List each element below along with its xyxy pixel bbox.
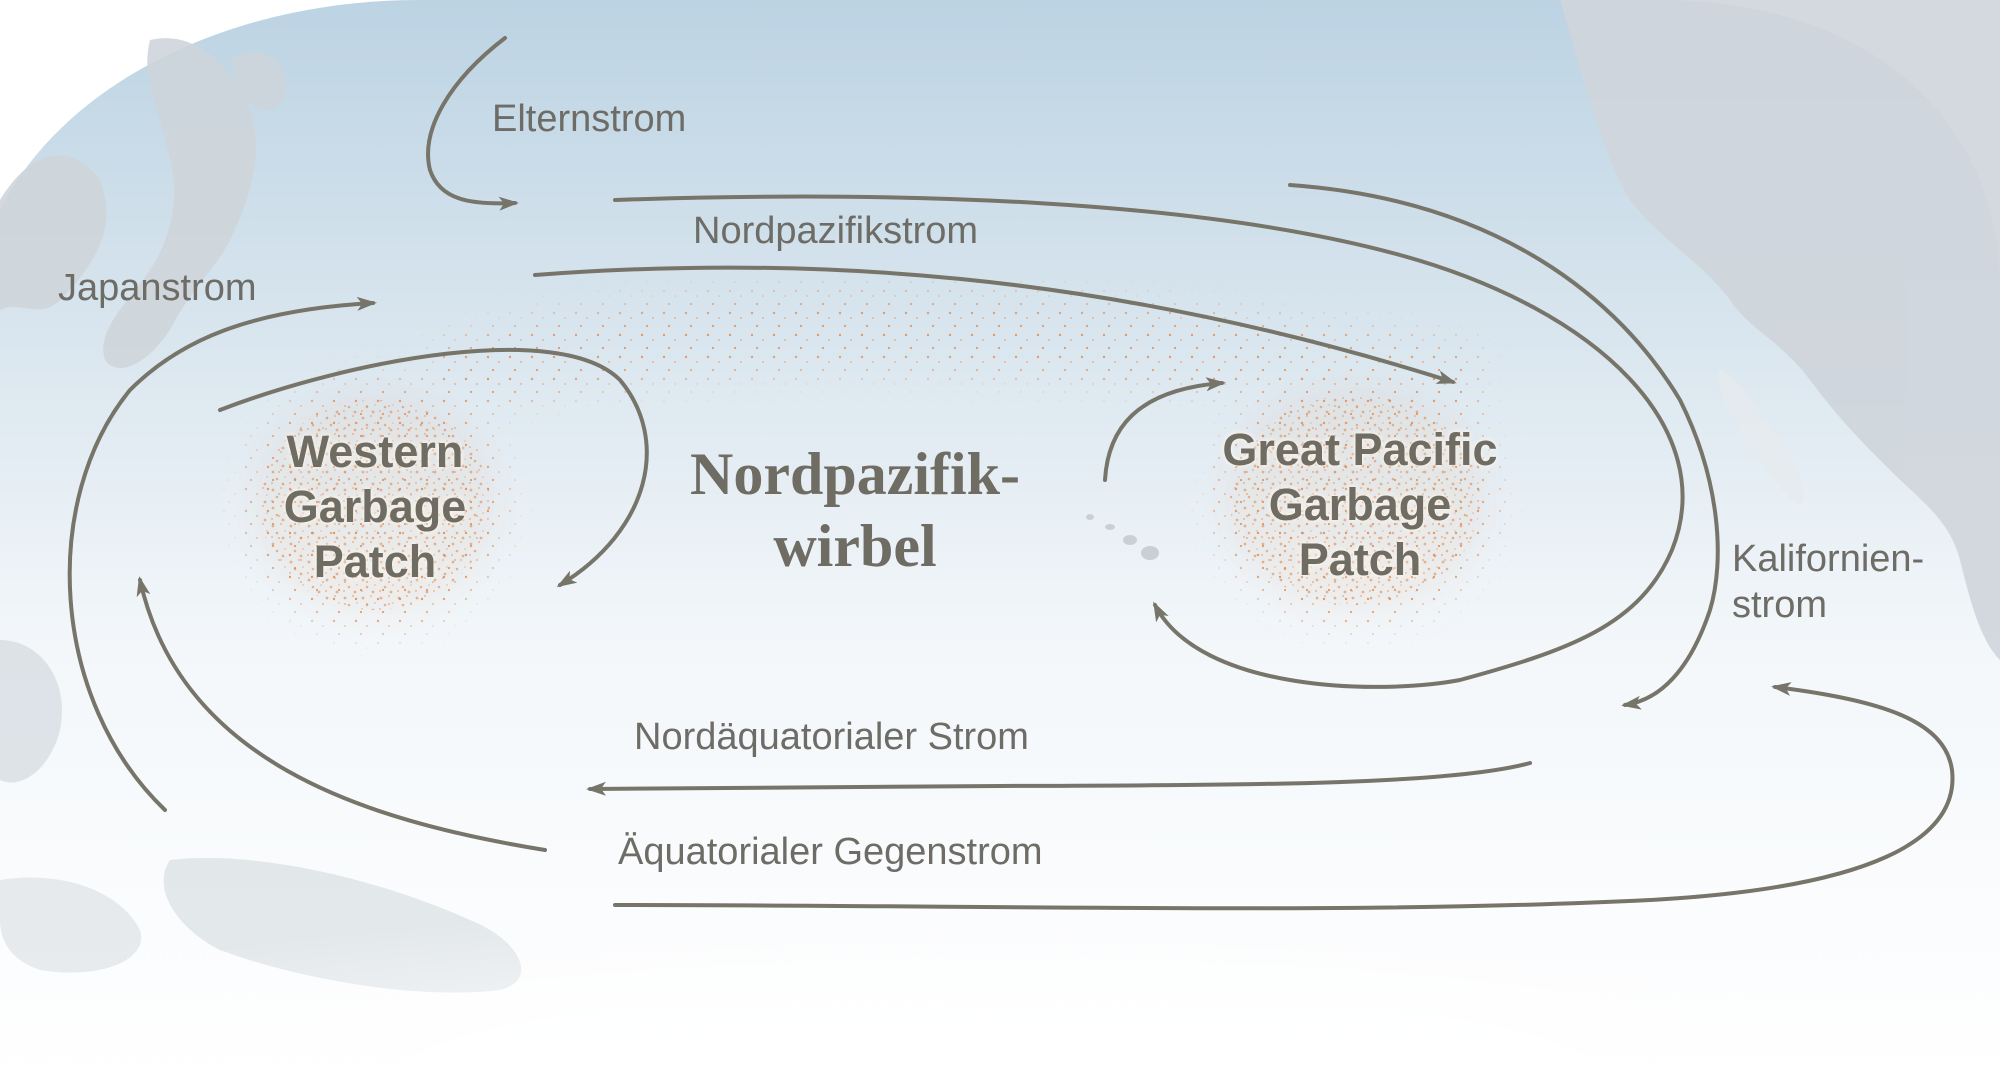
western-patch-debris-core	[260, 400, 490, 610]
kalifornienstrom-line2: strom	[1732, 584, 1827, 626]
western-patch-line2: Garbage	[283, 481, 467, 532]
gyre-label-line2: wirbel	[773, 513, 937, 579]
arrow-gp-inner	[1103, 377, 1226, 482]
label-kalifornienstrom: Kalifornien- strom	[1732, 536, 1924, 628]
arrow-gegenstrom	[613, 682, 1955, 911]
kalifornienstrom-line1: Kalifornien-	[1732, 538, 1925, 580]
great-pacific-patch-debris-core	[1230, 395, 1480, 605]
arrow-elternstrom	[426, 36, 519, 211]
label-japanstrom: Japanstrom	[58, 267, 257, 309]
western-garbage-patch-label: Western Garbage Patch	[270, 424, 480, 589]
label-nordpazifikstrom: Nordpazifikstrom	[693, 210, 979, 252]
arrow-nordaequatorialer	[586, 761, 1532, 796]
western-patch-line1: Western	[286, 426, 464, 477]
arrow-nordpazifikstrom-outer	[613, 194, 1685, 689]
label-nordaequatorialer-strom: Nordäquatorialer Strom	[634, 716, 1029, 758]
western-patch-line3: Patch	[313, 536, 437, 587]
arrow-western-loop	[218, 347, 649, 588]
great-pacific-patch-line1: Great Pacific	[1222, 424, 1498, 475]
great-pacific-patch-line3: Patch	[1298, 534, 1422, 585]
label-elternstrom: Elternstrom	[492, 98, 687, 140]
label-aequatorialer-gegenstrom: Äquatorialer Gegenstrom	[618, 831, 1043, 873]
great-pacific-garbage-patch-label: Great Pacific Garbage Patch	[1195, 422, 1525, 587]
arrow-west-return	[136, 576, 547, 852]
great-pacific-patch-line2: Garbage	[1268, 479, 1452, 530]
gyre-label-line1: Nordpazifik-	[690, 441, 1020, 507]
arrow-kalifornienstrom	[1288, 183, 1720, 710]
arrow-japanstrom	[67, 296, 377, 812]
gyre-label: Nordpazifik- wirbel	[690, 438, 1020, 582]
arrow-nordpazifikstrom-inner	[533, 265, 1457, 384]
